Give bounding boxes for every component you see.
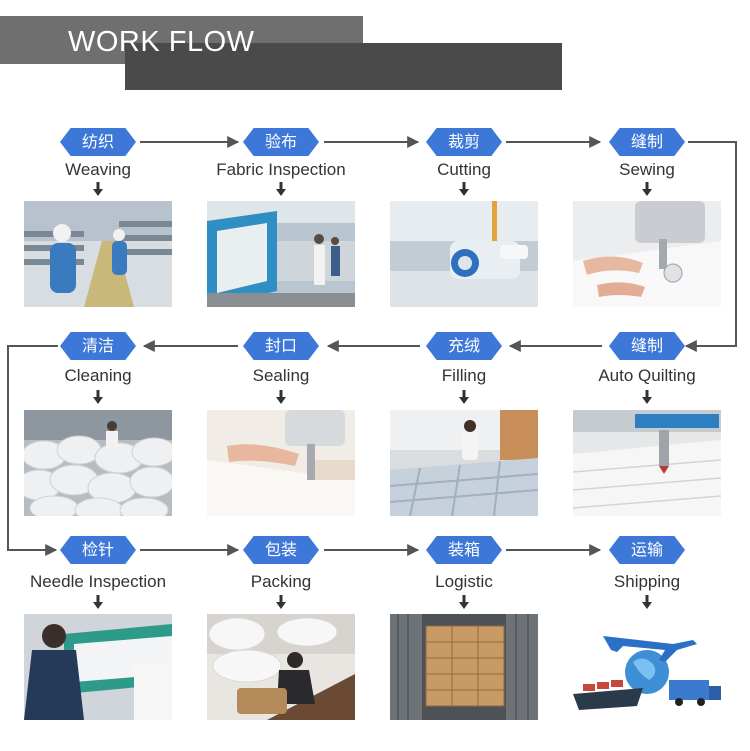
step-en-label: Weaving [65, 160, 131, 179]
step-en-label: Shipping [613, 572, 681, 591]
down-arrow-icon [276, 182, 286, 196]
arrow-cleaning-to-needle [7, 345, 58, 556]
down-arrow-icon [642, 182, 652, 196]
step-zh-label: 验布 [243, 128, 319, 156]
step-zh-label: 充绒 [426, 332, 502, 360]
header-title: WORK FLOW [68, 26, 255, 58]
step-zh-label: 装箱 [426, 536, 502, 564]
auto-quilting-photo [573, 410, 721, 516]
down-arrow-icon [642, 595, 652, 609]
step-zh-label: 检针 [60, 536, 136, 564]
step-en-label: Sealing [252, 366, 310, 385]
arrow-sewing-to-quilting [684, 141, 737, 352]
step-en-label: Sewing [619, 160, 675, 179]
down-arrow-icon [276, 390, 286, 404]
step-zh-label: 运输 [609, 536, 685, 564]
down-arrow-icon [459, 390, 469, 404]
sewing-machine-photo [573, 201, 721, 307]
shipping-photo [573, 614, 721, 720]
step-zh-label: 缝制 [609, 332, 685, 360]
header-bar-dark [125, 43, 562, 90]
step-zh-label: 清洁 [60, 332, 136, 360]
sealing-photo [207, 410, 355, 516]
step-en-label: Needle Inspection [29, 572, 167, 591]
step-en-label: Fabric Inspection [216, 160, 346, 179]
step-zh-label: 包装 [243, 536, 319, 564]
step-zh-label: 缝制 [609, 128, 685, 156]
step-en-label: Auto Quilting [598, 366, 696, 385]
cutting-machine-photo [390, 201, 538, 307]
step-en-label: Cleaning [64, 366, 132, 385]
down-arrow-icon [459, 595, 469, 609]
weaving-mill-photo [24, 201, 172, 307]
step-en-label: Filling [441, 366, 487, 385]
down-arrow-icon [93, 182, 103, 196]
packing-photo [207, 614, 355, 720]
step-zh-label: 封口 [243, 332, 319, 360]
down-arrow-icon [276, 595, 286, 609]
step-en-label: Packing [250, 572, 312, 591]
fabric-inspection-photo [207, 201, 355, 307]
step-zh-label: 纺织 [60, 128, 136, 156]
filling-photo [390, 410, 538, 516]
down-arrow-icon [93, 390, 103, 404]
cleaning-photo [24, 410, 172, 516]
down-arrow-icon [642, 390, 652, 404]
needle-inspection-photo [24, 614, 172, 720]
container-loading-photo [390, 614, 538, 720]
down-arrow-icon [93, 595, 103, 609]
step-zh-label: 裁剪 [426, 128, 502, 156]
step-en-label: Cutting [437, 160, 491, 179]
step-en-label: Logistic [435, 572, 493, 591]
down-arrow-icon [459, 182, 469, 196]
